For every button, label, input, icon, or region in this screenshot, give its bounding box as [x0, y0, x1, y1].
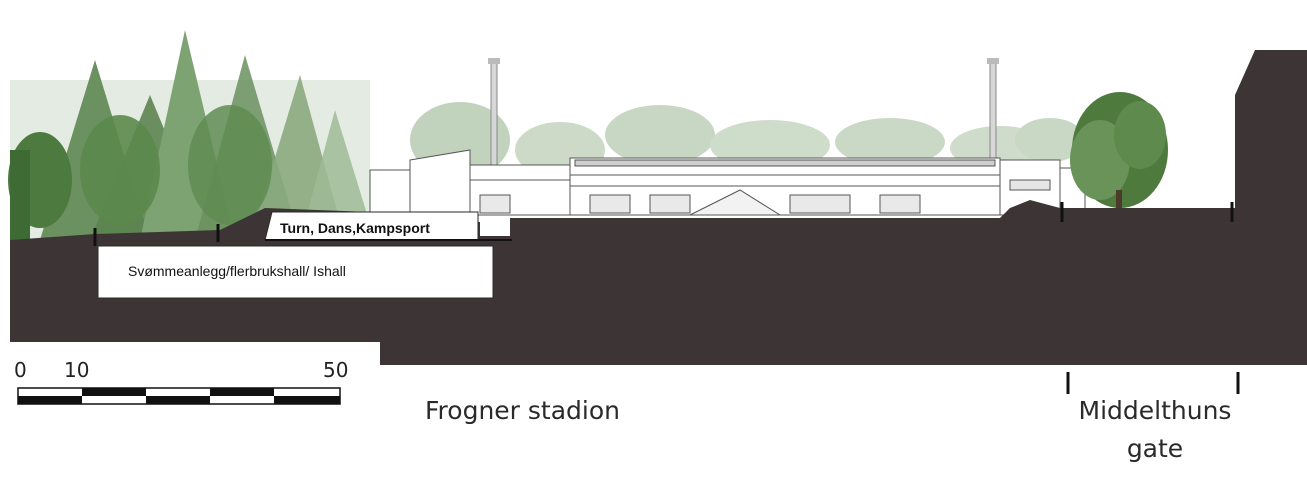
- scale-bar: [17, 387, 341, 405]
- stadium-caption: Frogner stadion: [425, 396, 621, 425]
- street-caption: Middelthuns gate: [1055, 392, 1255, 468]
- swim-hall-box: [97, 245, 494, 299]
- scale-tick-10: 10: [64, 358, 90, 382]
- stadium-building: [369, 149, 1086, 216]
- tree-right: [1070, 92, 1168, 210]
- swim-hall-label: Svømmeanlegg/flerbrukshall/ Ishall: [128, 263, 346, 279]
- forest-left: [8, 30, 375, 240]
- terrain-markers: [93, 202, 1240, 394]
- scale-tick-50: 50: [323, 358, 349, 382]
- scale-tick-0: 0: [14, 358, 27, 382]
- turn-dans-label: Turn, Dans,Kampsport: [280, 220, 430, 236]
- street-caption-line2: gate: [1126, 434, 1184, 463]
- street-caption-line1: Middelthuns: [1078, 396, 1232, 425]
